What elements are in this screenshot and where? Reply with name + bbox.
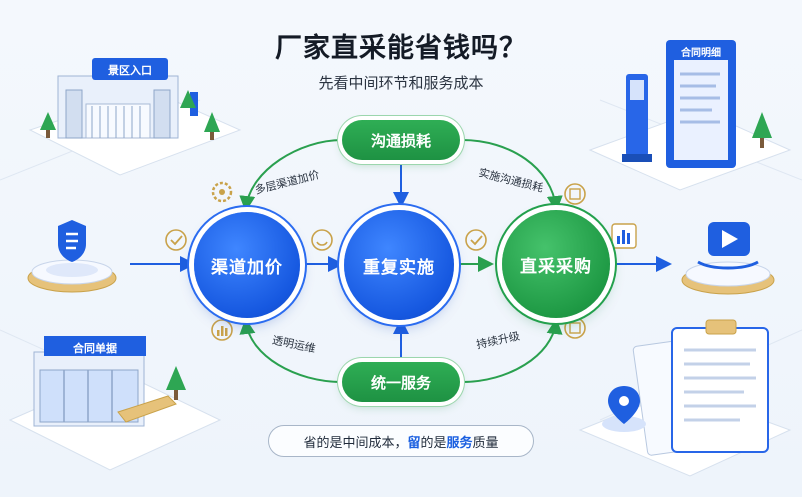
node-channel-markup: 渠道加价 bbox=[194, 212, 300, 318]
gear-icon bbox=[211, 181, 233, 203]
summary-part-5: 质量 bbox=[472, 435, 499, 451]
check-circle-icon bbox=[165, 229, 187, 251]
document-circle-icon-bottom bbox=[564, 317, 586, 339]
curve-top-left bbox=[239, 139, 343, 212]
contract-top-sign: 合同明细 bbox=[681, 48, 721, 59]
video-platform-illustration bbox=[681, 222, 775, 295]
node-direct-purchase: 直采采购 bbox=[502, 210, 610, 318]
page-subtitle: 先看中间环节和服务成本 bbox=[318, 74, 484, 92]
shield-platform-illustration bbox=[27, 220, 117, 293]
documents-illustration bbox=[578, 319, 792, 477]
curve-bottom-right bbox=[461, 318, 563, 383]
curve-bottom-left bbox=[239, 318, 343, 383]
summary-part-4: 服务 bbox=[446, 435, 473, 451]
summary-part-3: 的是 bbox=[420, 435, 447, 451]
curve-top-right bbox=[461, 139, 563, 212]
bar-chart-icon bbox=[611, 223, 637, 249]
kiosk-contract-illustration bbox=[588, 40, 792, 191]
scenic-gate-illustration bbox=[28, 58, 242, 176]
gate-sign: 景区入口 bbox=[108, 64, 152, 77]
node-repeated-implementation: 重复实施 bbox=[344, 210, 454, 320]
bar-chart-circle-icon bbox=[211, 319, 233, 341]
node-unified-service: 统一服务 bbox=[342, 362, 460, 402]
summary-part-2: 留 bbox=[407, 435, 421, 451]
smile-circle-icon bbox=[311, 229, 333, 251]
store-sign: 合同单据 bbox=[73, 342, 117, 355]
check-circle-icon-center bbox=[465, 229, 487, 251]
document-circle-icon bbox=[564, 183, 586, 205]
summary-box: 省的是中间成本，留的是服务质量 bbox=[268, 425, 534, 457]
store-building-illustration bbox=[8, 336, 222, 471]
node-communication-loss: 沟通损耗 bbox=[342, 120, 460, 160]
summary-part-1: 省的是中间成本， bbox=[303, 435, 408, 451]
page-title: 厂家直采能省钱吗？ bbox=[275, 33, 527, 64]
